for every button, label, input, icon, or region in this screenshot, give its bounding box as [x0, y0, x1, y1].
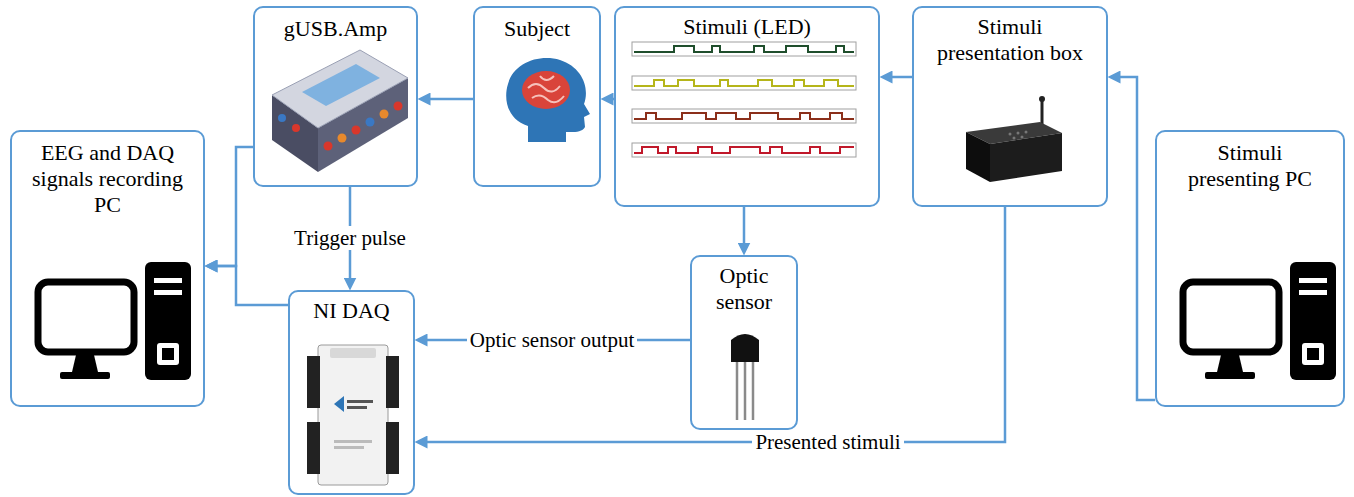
waveform-panels	[632, 42, 856, 157]
arrow-connector	[211, 266, 288, 305]
black-box-device	[966, 96, 1062, 182]
node-title: gUSB.Amp	[284, 16, 387, 42]
node-title: Stimuli presentation box	[928, 14, 1093, 66]
node-title: Stimuli presenting PC	[1175, 140, 1325, 192]
arrow-connector	[211, 147, 253, 266]
device-box: Stimuli presentation box	[912, 6, 1108, 207]
arrow-connector	[607, 98, 614, 101]
amplifier-device	[272, 50, 408, 172]
sensor-box: Optic sensor	[690, 255, 798, 430]
node-title: NI DAQ	[313, 298, 389, 324]
computer-box: EEG and DAQ signals recording PC	[10, 130, 205, 407]
node-title: Subject	[504, 16, 570, 42]
stimuli-box: Stimuli (LED)	[614, 6, 880, 207]
node-title: Optic sensor	[699, 263, 789, 315]
arrow-connector	[1114, 77, 1155, 400]
computer-icon	[38, 262, 191, 380]
arrow-connector	[743, 207, 746, 249]
arrow-connector	[886, 76, 912, 79]
computer-box: Stimuli presenting PC	[1155, 130, 1345, 407]
arrow-connector	[424, 98, 473, 101]
daq-device	[307, 345, 399, 485]
computer-icon	[1183, 262, 1336, 380]
device-box: gUSB.Amp	[253, 6, 418, 187]
device-box: NI DAQ	[288, 290, 415, 495]
node-title: EEG and DAQ signals recording PC	[23, 140, 193, 218]
edge-label: Presented stimuli	[752, 430, 903, 454]
edge-label: Optic sensor output	[467, 328, 637, 352]
subject-box: Subject	[473, 6, 601, 187]
sensor-component	[731, 334, 759, 420]
head-icon	[506, 58, 590, 142]
edge-label: Trigger pulse	[291, 226, 409, 250]
arrow-connector	[421, 207, 1005, 442]
node-title: Stimuli (LED)	[683, 14, 811, 40]
